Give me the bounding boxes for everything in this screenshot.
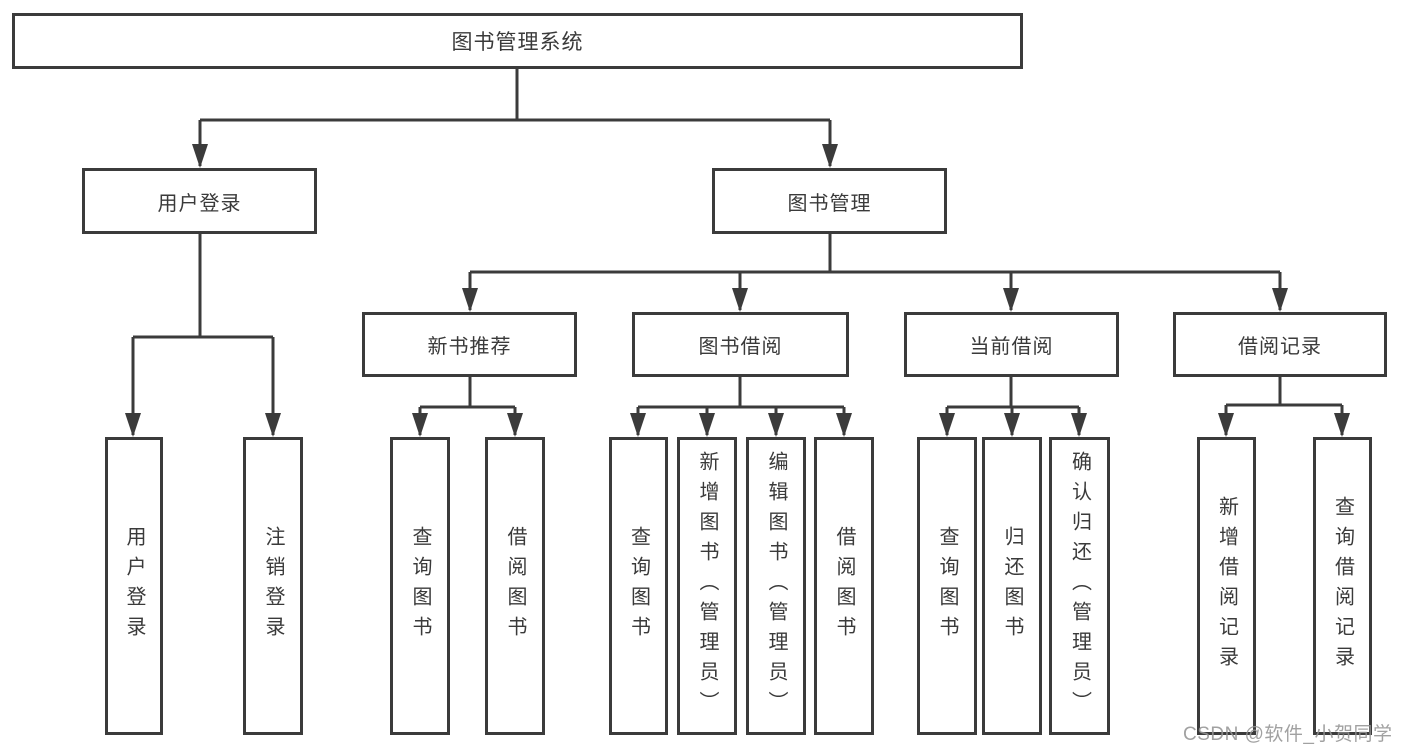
node-current-borrow: 当前借阅 (904, 312, 1119, 377)
leaf-add-book-admin: 新增图书（管理员） (677, 437, 737, 735)
node-label: 用户登录 (157, 192, 242, 215)
node-label: 当前借阅 (969, 336, 1054, 358)
node-label: 查询借阅记录 (1331, 496, 1354, 676)
node-label: 查询图书 (627, 526, 650, 646)
node-library-system: 图书管理系统 (12, 13, 1023, 69)
node-label: 图书借阅 (698, 336, 783, 358)
leaf-confirm-return-admin: 确认归还（管理员） (1049, 437, 1110, 735)
connector-new-book (418, 377, 517, 435)
leaf-return-book: 归还图书 (982, 437, 1042, 735)
connector-book-management (468, 233, 1282, 310)
node-label: 新增图书（管理员） (696, 451, 718, 721)
connector-book-borrow (636, 377, 846, 435)
node-label: 借阅图书 (504, 526, 526, 646)
leaf-edit-book-admin: 编辑图书（管理员） (746, 437, 806, 735)
node-label: 新书推荐 (427, 336, 512, 358)
leaf-query-borrow-record: 查询借阅记录 (1313, 437, 1372, 735)
node-label: 查询图书 (936, 526, 958, 646)
leaf-user-login: 用户登录 (105, 437, 163, 735)
connector-borrow-records (1224, 377, 1344, 435)
node-label: 注销登录 (262, 526, 284, 646)
node-label: 编辑图书（管理员） (765, 451, 787, 721)
node-label: 借阅记录 (1238, 336, 1322, 358)
connector-user-login (131, 233, 275, 435)
node-label: 确认归还（管理员） (1068, 451, 1091, 721)
leaf-query-books-borrow: 查询图书 (609, 437, 668, 735)
node-book-borrow: 图书借阅 (632, 312, 849, 377)
node-label: 归还图书 (1001, 526, 1023, 646)
leaf-logout: 注销登录 (243, 437, 303, 735)
node-label: 图书管理 (787, 192, 872, 215)
node-borrow-records: 借阅记录 (1173, 312, 1387, 377)
connector-root (198, 68, 832, 166)
node-label: 用户登录 (123, 526, 145, 646)
node-label: 新增借阅记录 (1215, 496, 1238, 676)
node-new-book-recommend: 新书推荐 (362, 312, 577, 377)
leaf-query-books-current: 查询图书 (917, 437, 977, 735)
leaf-borrow-books: 借阅图书 (814, 437, 874, 735)
node-user-login: 用户登录 (82, 168, 317, 234)
leaf-borrow-books-recommend: 借阅图书 (485, 437, 545, 735)
node-label: 查询图书 (409, 526, 431, 646)
leaf-add-borrow-record: 新增借阅记录 (1197, 437, 1256, 735)
csdn-watermark: CSDN @软件_小贺同学 (1183, 724, 1393, 745)
node-book-management: 图书管理 (712, 168, 947, 234)
leaf-query-books-recommend: 查询图书 (390, 437, 450, 735)
node-label: 借阅图书 (833, 526, 855, 646)
node-label: 图书管理系统 (451, 31, 584, 54)
